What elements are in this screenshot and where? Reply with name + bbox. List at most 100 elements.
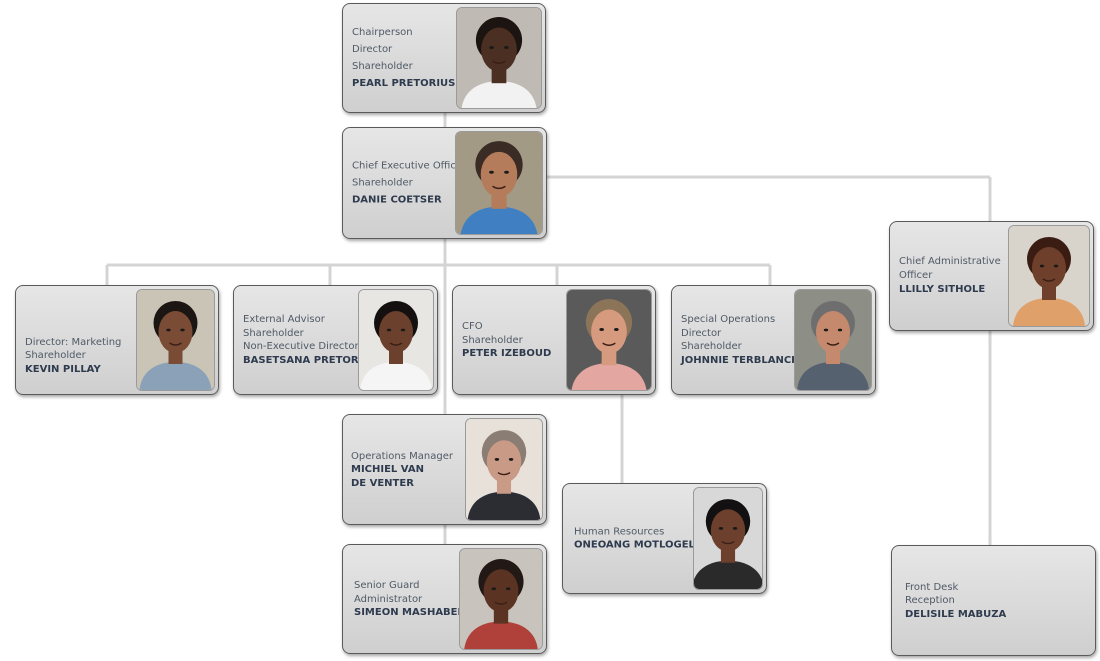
portrait-mouth <box>169 342 182 346</box>
person-name: DELISILE MABUZA <box>905 608 1007 620</box>
portrait-shoulders <box>797 362 869 390</box>
portrait-mouth <box>492 185 506 190</box>
portrait-mouth <box>826 342 840 346</box>
role-line: Shareholder <box>681 341 742 352</box>
portrait-shoulders <box>694 560 762 589</box>
person-name: PETER IZEBOUD <box>462 347 552 359</box>
photo-peter-izeboud <box>566 289 652 391</box>
portrait-icon <box>359 290 433 390</box>
person-name: ONEOANG MOTLOGELOA <box>574 539 711 551</box>
role-line: Administrator <box>354 593 423 605</box>
photo-michiel-van-de-venter <box>465 418 543 521</box>
portrait-face <box>158 311 193 353</box>
person-name-continued: DE VENTER <box>351 477 414 489</box>
portrait-eye-right <box>837 328 843 332</box>
portrait-face <box>816 311 850 353</box>
portrait-shoulders <box>460 206 538 234</box>
portrait-shoulders <box>464 621 538 649</box>
portrait-eye-right <box>504 170 509 174</box>
role-line: Director: Marketing <box>25 336 122 348</box>
portrait-eye-left <box>599 328 604 331</box>
portrait-face <box>1032 247 1066 289</box>
portrait-eye-left <box>489 170 494 174</box>
role-line: Shareholder <box>243 327 304 339</box>
card-danie-coetser: Chief Executive Officer Shareholder DANI… <box>342 127 547 239</box>
portrait-icon <box>456 132 542 234</box>
portrait-eye-left <box>489 46 494 49</box>
portrait-eye-right <box>180 328 185 332</box>
portrait-face <box>486 440 522 483</box>
portrait-icon <box>137 290 214 390</box>
portrait-face <box>480 151 518 197</box>
role-line: Director <box>352 44 393 55</box>
card-johnnie-terblanche: Special Operations Director Shareholder … <box>671 285 876 395</box>
portrait-eye-left <box>494 457 500 461</box>
portrait-mouth <box>497 471 511 476</box>
person-name: SIMEON MASHABELA <box>354 606 472 618</box>
card-michiel-van-de-venter: Operations Manager MICHIEL VAN DE VENTER <box>342 414 547 525</box>
role-line: Reception <box>905 594 955 606</box>
role-line: Human Resources <box>574 526 665 537</box>
card-peter-izeboud: CFO Shareholder PETER IZEBOUD <box>452 285 656 395</box>
portrait-mouth <box>492 60 506 64</box>
portrait-eye-right <box>400 328 406 332</box>
person-name: PEARL PRETORIUS <box>352 78 456 89</box>
portrait-shoulders <box>461 81 537 108</box>
card-kevin-pillay: Director: Marketing Shareholder KEVIN PI… <box>15 285 219 395</box>
card-pearl-pretorius: Chairperson Director Shareholder PEARL P… <box>342 3 546 113</box>
role-line: Chief Administrative <box>899 256 1001 267</box>
photo-basetsana-pretorius <box>358 289 434 391</box>
portrait-icon <box>466 419 542 520</box>
portrait-eye-left <box>718 526 724 530</box>
role-line: Director <box>681 327 722 339</box>
portrait-eye-right <box>505 587 511 591</box>
portrait-icon <box>567 290 651 390</box>
portrait-icon <box>694 488 762 589</box>
person-name: BASETSANA PRETORIUS <box>243 354 378 366</box>
photo-oneoang-motlogeloa <box>693 487 763 590</box>
role-line: CFO <box>462 320 483 332</box>
person-name: LLILLY SITHOLE <box>899 284 986 295</box>
role-line: Chairperson <box>352 27 413 38</box>
portrait-eye-left <box>491 587 497 591</box>
person-name: KEVIN PILLAY <box>25 363 101 375</box>
portrait-face <box>483 569 519 613</box>
card-simeon-mashabela: Senior Guard Administrator SIMEON MASHAB… <box>342 544 547 654</box>
role-line: Chief Executive Officer <box>352 160 467 172</box>
role-line: Shareholder <box>352 61 413 72</box>
portrait-eye-right <box>508 457 514 461</box>
role-line: Non-Executive Director <box>243 341 359 352</box>
portrait-mouth <box>1042 278 1056 282</box>
role-line: Special Operations <box>681 314 776 325</box>
portrait-eye-right <box>732 526 738 530</box>
role-line: Operations Manager <box>351 450 453 462</box>
portrait-eye-right <box>614 328 619 331</box>
card-delisile-mabuza: Front Desk Reception DELISILE MABUZA <box>891 545 1096 656</box>
role-line: External Advisor <box>243 314 325 325</box>
role-line: Senior Guard <box>354 579 420 591</box>
portrait-face <box>379 311 413 353</box>
portrait-mouth <box>721 540 735 545</box>
portrait-mouth <box>602 342 616 346</box>
portrait-mouth <box>494 601 508 605</box>
portrait-face <box>710 509 746 552</box>
role-line: Shareholder <box>352 177 413 189</box>
role-line: Officer <box>899 270 933 281</box>
portrait-shoulders <box>1013 298 1085 326</box>
portrait-eye-left <box>386 328 392 332</box>
portrait-eye-right <box>504 46 509 49</box>
portrait-eye-left <box>1039 264 1045 268</box>
card-basetsana-pretorius: External Advisor Shareholder Non-Executi… <box>233 285 438 395</box>
portrait-face <box>591 309 627 354</box>
photo-pearl-pretorius <box>456 7 542 109</box>
portrait-icon <box>1009 226 1089 326</box>
portrait-eye-right <box>1053 264 1059 268</box>
portrait-icon <box>460 549 542 649</box>
portrait-icon <box>795 290 871 390</box>
portrait-shoulders <box>360 362 432 390</box>
role-line: Shareholder <box>25 350 86 361</box>
card-oneoang-motlogeloa: Human Resources ONEOANG MOTLOGELOA <box>562 483 767 594</box>
photo-simeon-mashabela <box>459 548 543 650</box>
role-line: Front Desk <box>905 581 959 593</box>
person-name: MICHIEL VAN <box>351 463 424 475</box>
